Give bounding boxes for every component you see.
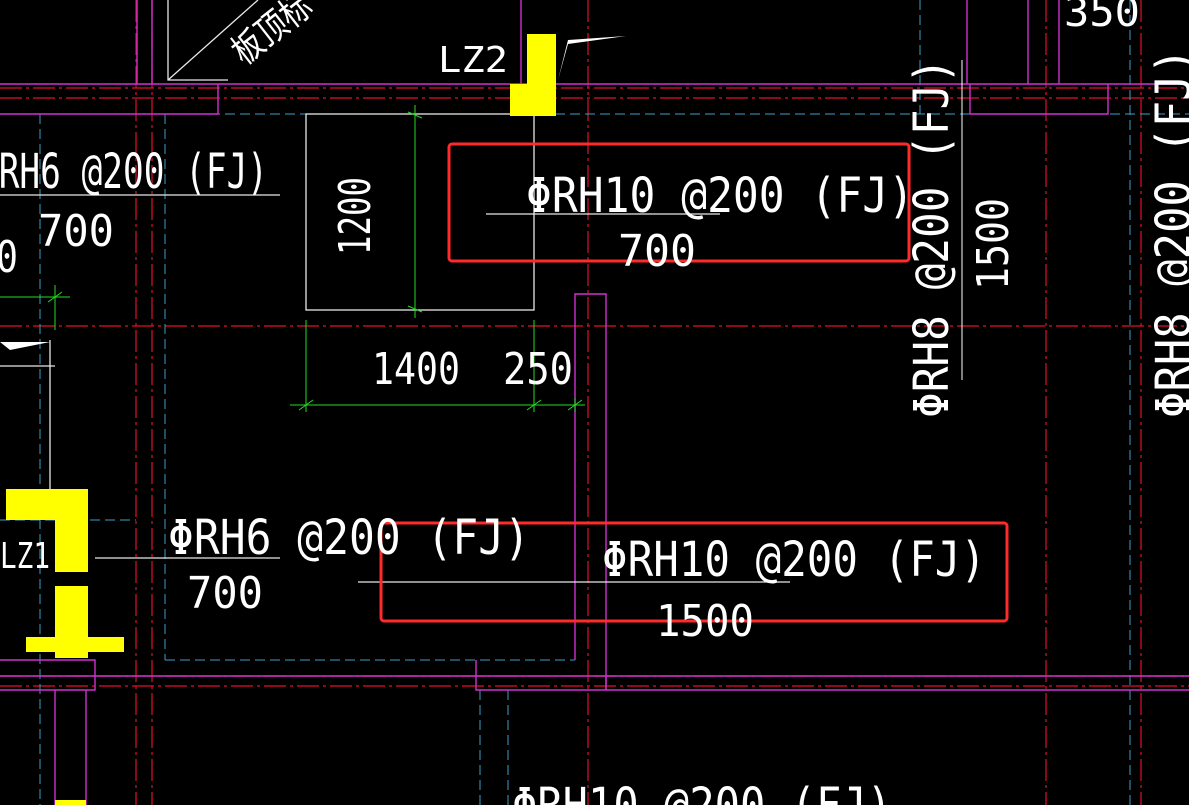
dimension-gap-width: 250 — [503, 344, 573, 395]
opening-outline — [0, 0, 790, 583]
rebar-label-top-middle[interactable]: ΦRH10 @200 (FJ) — [526, 168, 914, 224]
rebar-label-bottom-partial[interactable]: ΦRH10 @200 (FJ) — [512, 778, 892, 805]
dimension-opening-width: 1400 — [372, 344, 460, 395]
highlight-box-top[interactable] — [447, 142, 911, 263]
rebar-length-top-left-partial: 0 — [0, 232, 18, 283]
column-lz1[interactable] — [6, 489, 124, 805]
rebar-length-mid-left: 700 — [187, 568, 263, 619]
column-lz2[interactable] — [510, 34, 556, 116]
dimension-top-right-partial: 350 — [1064, 0, 1140, 36]
rebar-length-top-middle: 700 — [618, 226, 696, 277]
rebar-length-vertical-mid: 1500 — [968, 198, 1019, 290]
rebar-label-mid-left[interactable]: ΦRH6 @200 (FJ) — [168, 510, 530, 566]
highlight-box-bottom[interactable] — [379, 521, 1009, 623]
left-flag-icon — [0, 342, 50, 350]
column-label-lz1[interactable]: LZ1 — [0, 536, 50, 577]
dimension-opening-height: 1200 — [330, 177, 381, 255]
column-label-lz2[interactable]: LZ2 — [438, 40, 508, 81]
column-lz1-gap — [55, 572, 88, 586]
rebar-label-mid-right[interactable]: ΦRH10 @200 (FJ) — [602, 532, 986, 588]
rebar-label-vertical-mid[interactable]: ΦRH8 @200 (FJ) — [904, 58, 960, 418]
rebar-label-vertical-right[interactable]: ΦRH8 @200 (FJ) — [1146, 48, 1189, 418]
rebar-label-top-left[interactable]: ΦRH6 @200 (FJ) — [0, 144, 268, 200]
rebar-length-mid-right: 1500 — [656, 596, 754, 647]
highlight-boxes — [379, 142, 1009, 623]
dimension-lines — [0, 105, 585, 412]
rebar-length-top-left: 700 — [38, 206, 114, 257]
